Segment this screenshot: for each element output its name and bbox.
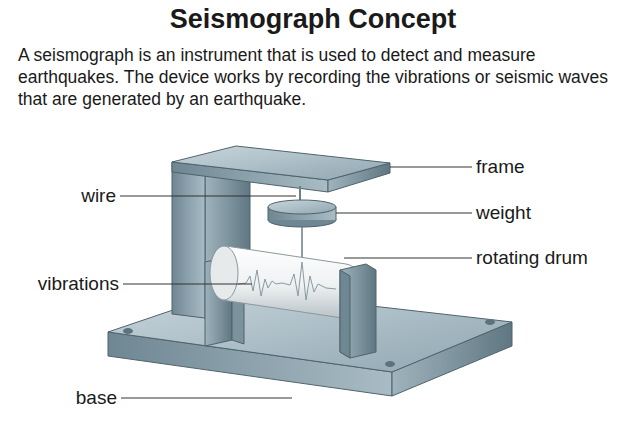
title: Seismograph Concept bbox=[0, 4, 626, 35]
part-label: weight bbox=[476, 202, 531, 224]
pen-rod bbox=[301, 227, 303, 262]
rotating-drum bbox=[205, 246, 376, 358]
leader-lines bbox=[120, 167, 472, 398]
part-label: base bbox=[76, 387, 117, 409]
part-label: frame bbox=[476, 156, 525, 178]
part-label: wire bbox=[81, 185, 116, 207]
part-label: rotating drum bbox=[476, 247, 588, 269]
weight bbox=[268, 200, 336, 227]
caption: A seismograph is an instrument that is u… bbox=[18, 44, 612, 110]
part-label: vibrations bbox=[38, 273, 119, 295]
